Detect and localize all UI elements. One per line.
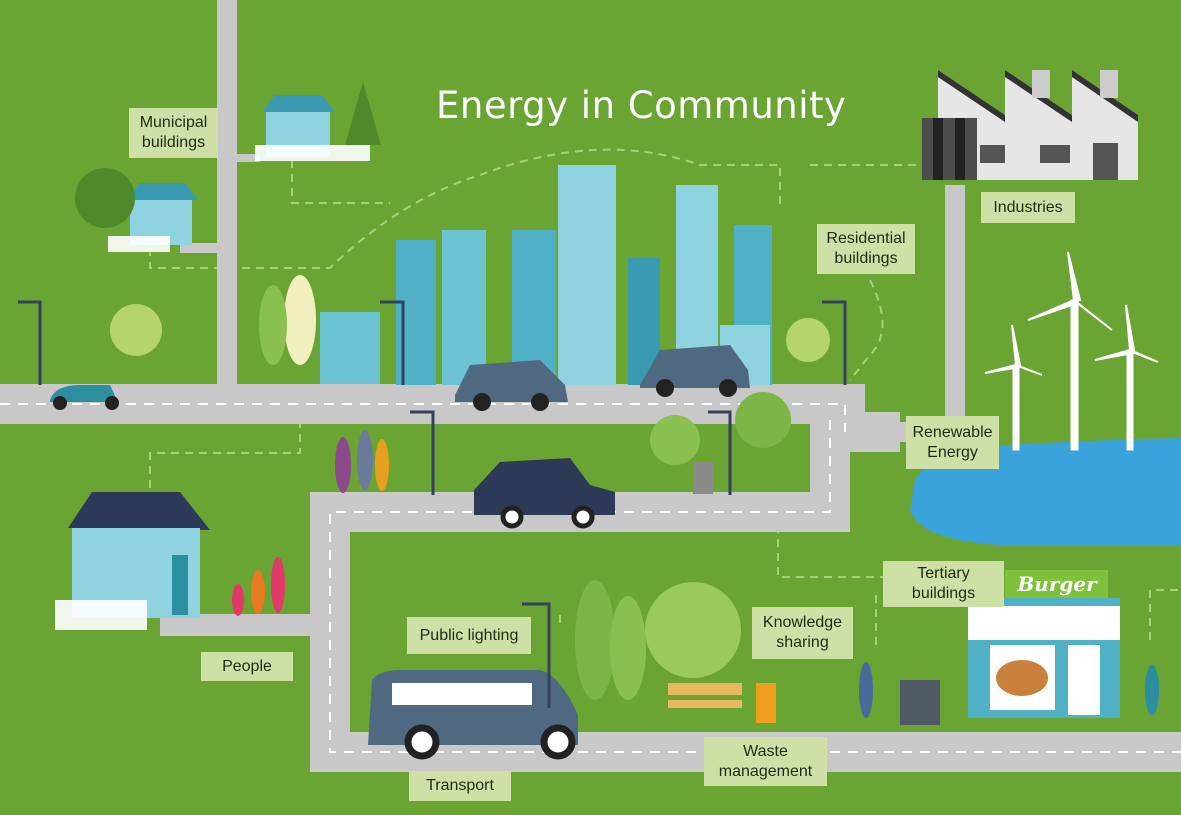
label-waste-management: Waste management (704, 737, 827, 786)
wind-turbines (984, 251, 1159, 451)
label-municipal-buildings: Municipal buildings (129, 108, 218, 158)
dashed-connectors (149, 148, 1181, 650)
solar-house (55, 492, 210, 630)
street-furniture (668, 462, 940, 725)
street-lamps (18, 300, 847, 708)
trees (75, 82, 830, 700)
shop-sign-text: Burger (1017, 572, 1097, 596)
burger-shop (968, 570, 1120, 718)
page-title: Energy in Community (436, 84, 847, 127)
label-public-lighting: Public lighting (407, 617, 531, 654)
vehicles (50, 345, 750, 760)
label-people: People (201, 652, 293, 681)
label-tertiary-buildings: Tertiary buildings (883, 561, 1004, 607)
label-knowledge-sharing: Knowledge sharing (752, 607, 853, 659)
factory (922, 70, 1138, 180)
municipal-house-top (255, 95, 370, 161)
road-markings (0, 403, 1181, 753)
label-renewable-energy: Renewable Energy (906, 416, 999, 469)
label-industries: Industries (981, 192, 1075, 223)
label-transport: Transport (409, 771, 511, 801)
municipal-house-left (108, 183, 198, 252)
people-figures (232, 430, 1159, 718)
label-residential-buildings: Residential buildings (817, 224, 915, 274)
